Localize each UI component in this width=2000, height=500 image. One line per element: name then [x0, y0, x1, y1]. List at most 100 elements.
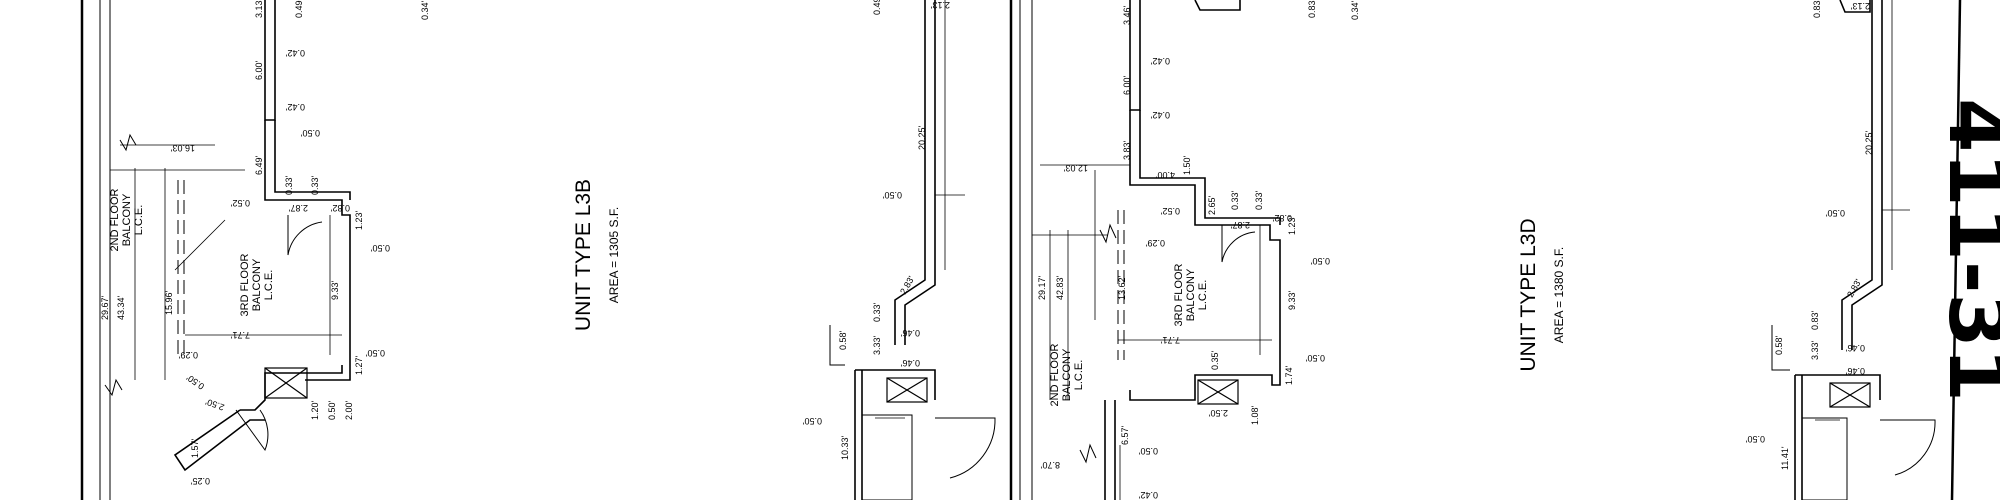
l3b-dim-lines	[110, 0, 965, 419]
l3b-dim-1-57: 1.57'	[190, 438, 200, 458]
l3d-dim-1-74: 1.74'	[1284, 365, 1294, 385]
l3d-fixture-box-1	[1197, 379, 1239, 405]
l3b-dim-0-46-b: 0.46'	[900, 358, 920, 368]
l3b-dim-0-50-f: 0.50'	[882, 190, 902, 200]
l3d-2nd-floor-balcony-line3: L.C.E.	[1073, 360, 1085, 391]
l3d-labels: UNIT TYPE L3D AREA = 1380 S.F. 2ND FLOOR…	[1037, 0, 1874, 500]
l3b-dim-6-49: 6.49'	[254, 155, 264, 175]
l3d-dim-0-34: 0.34'	[1350, 0, 1360, 20]
l3d-dim-29-17: 29.17'	[1037, 275, 1047, 300]
l3b-fixture-box-2	[886, 377, 928, 403]
l3b-door-swing-1	[287, 215, 323, 256]
l3d-dim-0-42-b: 0.42'	[1150, 110, 1170, 120]
l3d-dim-20-25: 20.25'	[1864, 130, 1874, 155]
l3d-dim-2-87: 2.87'	[1230, 220, 1250, 230]
l3b-dim-2-87: 2.87'	[288, 203, 308, 213]
l3b-dim-3-13: 3.13'	[254, 0, 264, 18]
l3b-dim-9-33: 9.33'	[330, 280, 340, 300]
handwritten-lot-number: 411-31	[1931, 98, 2000, 402]
l3d-dim-6-57: 6.57'	[1120, 425, 1130, 445]
l3b-dim-6-00: 6.00'	[254, 60, 264, 80]
l3d-dim-1-50: 1.50'	[1182, 155, 1192, 175]
l3d-dim-0-58: 0.58'	[1774, 335, 1784, 355]
l3d-dim-7-71: 7.71'	[1160, 335, 1180, 345]
l3d-dim-6-00: 6.00'	[1122, 75, 1132, 95]
l3d-door-swing-3	[1771, 325, 1790, 371]
l3b-3rd-floor-balcony-line2: BALCONY	[251, 258, 263, 311]
l3b-dim-0-34: 0.34'	[420, 0, 430, 20]
l3b-dim-16-03: 16.03'	[170, 143, 195, 153]
l3b-dim-0-83: 0.33'	[872, 302, 882, 322]
l3d-3rd-floor-balcony-line1: 3RD FLOOR	[1173, 263, 1185, 326]
l3b-fixture-box-1	[264, 367, 308, 399]
l3d-dim-0-35: 0.35'	[1210, 350, 1220, 370]
l3b-dim-0-33-b: 0.33'	[310, 175, 320, 195]
l3d-dim-0-29: 0.29'	[1145, 238, 1165, 248]
l3b-walls	[173, 0, 936, 500]
l3b-break-mark-1	[119, 133, 137, 152]
l3b-dim-0-46-a: 0.46'	[900, 328, 920, 338]
l3d-door-swing-1	[1221, 225, 1256, 263]
l3b-area: AREA = 1305 S.F.	[607, 207, 621, 303]
l3d-dim-0-52: 0.52'	[1160, 206, 1180, 216]
l3d-dim-0-83-top: 0.83'	[1307, 0, 1317, 18]
l3b-dim-0-52: 0.52'	[230, 198, 250, 208]
l3d-2nd-floor-balcony-line1: 2ND FLOOR	[1049, 343, 1061, 406]
l3d-dim-lines	[1032, 0, 1910, 500]
l3b-dim-0-50-c: 0.50'	[365, 348, 385, 358]
l3d-dim-0-50-d: 0.50'	[1825, 208, 1845, 218]
l3b-door-swing-4	[829, 325, 845, 366]
l3d-dim-4-00: 4.00'	[1155, 170, 1175, 180]
l3b-2nd-floor-balcony-line2: BALCONY	[121, 193, 133, 246]
l3d-dim-3-83: 3.83'	[1122, 140, 1132, 160]
l3d-dim-3-33: 3.33'	[1810, 340, 1820, 360]
l3b-dim-0-50-e: 0.50'	[184, 372, 206, 391]
l3d-dim-0-50-c: 0.50'	[1138, 446, 1158, 456]
l3d-dim-9-33: 9.33'	[1287, 290, 1297, 310]
l3d-dim-2-13: 2.13'	[1850, 1, 1870, 11]
l3d-dim-2-65: 2.65'	[1207, 195, 1217, 215]
l3b-balcony-edge	[177, 180, 185, 360]
l3d-unit-title: UNIT TYPE L3D	[1517, 218, 1540, 371]
l3d-dim-0-46-a: 0.46'	[1845, 343, 1865, 353]
l3d-dim-0-42-a: 0.42'	[1150, 56, 1170, 66]
l3d-dim-0-42-c: 0.42'	[1138, 490, 1158, 500]
l3d-3rd-floor-balcony-line2: BALCONY	[1185, 268, 1197, 321]
l3b-dim-0-50-b: 0.50'	[370, 243, 390, 253]
l3b-dim-3-33: 3.33'	[872, 335, 882, 355]
l3d-fixture-box-2	[1829, 382, 1871, 408]
l3b-2nd-floor-balcony-line1: 2ND FLOOR	[109, 188, 121, 251]
l3b-dim-0-42-b: 0.42'	[285, 102, 305, 112]
plan-l3d	[1032, 0, 1936, 500]
plan-l3b	[104, 0, 996, 500]
l3b-dim-10-33: 10.33'	[840, 435, 850, 460]
l3d-dim-0-83-b: 0.83'	[1812, 0, 1822, 18]
l3b-dim-7-71: 7.71'	[230, 330, 250, 340]
l3b-break-mark-2	[104, 378, 123, 397]
l3b-closet	[861, 414, 913, 500]
l3b-dim-0-50-a: 0.50'	[300, 128, 320, 138]
l3b-dim-0-33-a: 0.33'	[284, 175, 294, 195]
l3b-dim-1-23: 1.23'	[354, 210, 364, 230]
l3d-2nd-floor-balcony-line2: BALCONY	[1061, 348, 1073, 401]
l3d-dim-13-62: 13.62'	[1117, 275, 1127, 300]
l3d-area: AREA = 1380 S.F.	[1552, 247, 1566, 343]
l3b-dim-0-50-d: 0.50'	[327, 400, 337, 420]
l3b-2nd-floor-balcony-line3: L.C.E.	[133, 205, 145, 236]
l3b-unit-title: UNIT TYPE L3B	[572, 179, 595, 331]
l3d-door-swing-2	[1880, 419, 1936, 476]
l3d-closet	[1801, 417, 1848, 500]
l3b-dim-0-50-g: 0.50'	[802, 416, 822, 426]
l3b-dim-29-67: 29.67'	[100, 295, 110, 320]
l3d-walls	[1104, 0, 1883, 500]
l3b-3rd-floor-balcony-line3: L.C.E.	[263, 270, 275, 301]
l3d-3rd-floor-balcony-line3: L.C.E.	[1197, 280, 1209, 311]
l3d-dim-8-70: 8.70'	[1040, 460, 1060, 470]
l3b-dim-0-25: 0.25'	[190, 476, 210, 486]
l3d-dim-2-50: 2.50'	[1208, 408, 1228, 418]
l3b-dim-2-50: 2.50'	[204, 396, 226, 412]
l3b-dim-0-49: 0.49'	[294, 0, 304, 18]
l3b-dim-15-96: 15.96'	[164, 290, 174, 315]
l3d-dim-0-46-b: 0.46'	[1845, 366, 1865, 376]
